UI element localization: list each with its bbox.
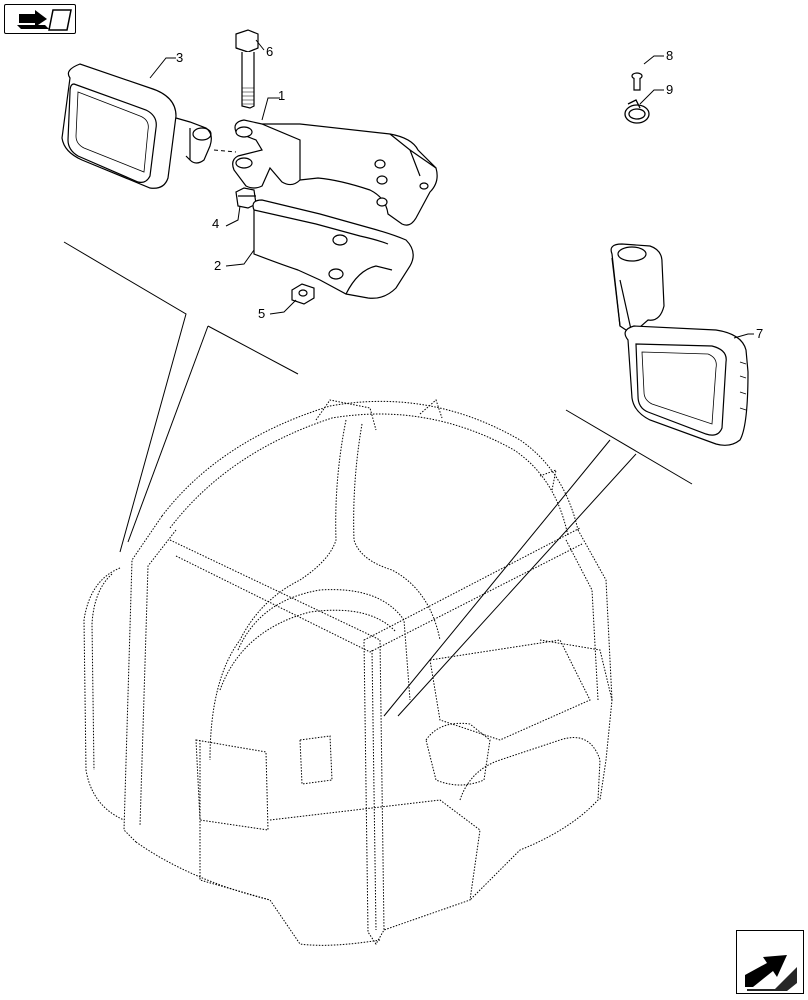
callout-labels: 1 2 3 4 5 6 7 8 9	[176, 44, 763, 341]
callout-8: 8	[666, 48, 673, 63]
callout-7: 7	[756, 326, 763, 341]
callout-5: 5	[258, 306, 265, 321]
left-mirror-part[interactable]	[61, 63, 212, 189]
projection-lines	[63, 149, 693, 717]
flange-nut-part[interactable]	[291, 283, 315, 305]
callout-6: 6	[266, 44, 273, 59]
callout-1: 1	[278, 88, 285, 103]
next-page-button[interactable]	[736, 930, 804, 994]
callout-2: 2	[214, 258, 221, 273]
callout-4: 4	[212, 216, 219, 231]
previous-page-button[interactable]	[4, 4, 76, 34]
cab-frame	[83, 399, 613, 946]
upper-bracket-part[interactable]	[232, 119, 438, 226]
lower-bracket-part[interactable]	[252, 199, 414, 299]
forward-arrow-icon	[745, 955, 797, 991]
callout-leaders	[149, 39, 754, 339]
callout-3: 3	[176, 50, 183, 65]
bolt-part[interactable]	[235, 29, 259, 109]
back-arrow-icon	[17, 9, 72, 31]
callout-9: 9	[666, 82, 673, 97]
clamp-part[interactable]	[624, 99, 650, 124]
right-mirror-part[interactable]	[610, 243, 749, 446]
screw-part[interactable]	[631, 72, 643, 91]
